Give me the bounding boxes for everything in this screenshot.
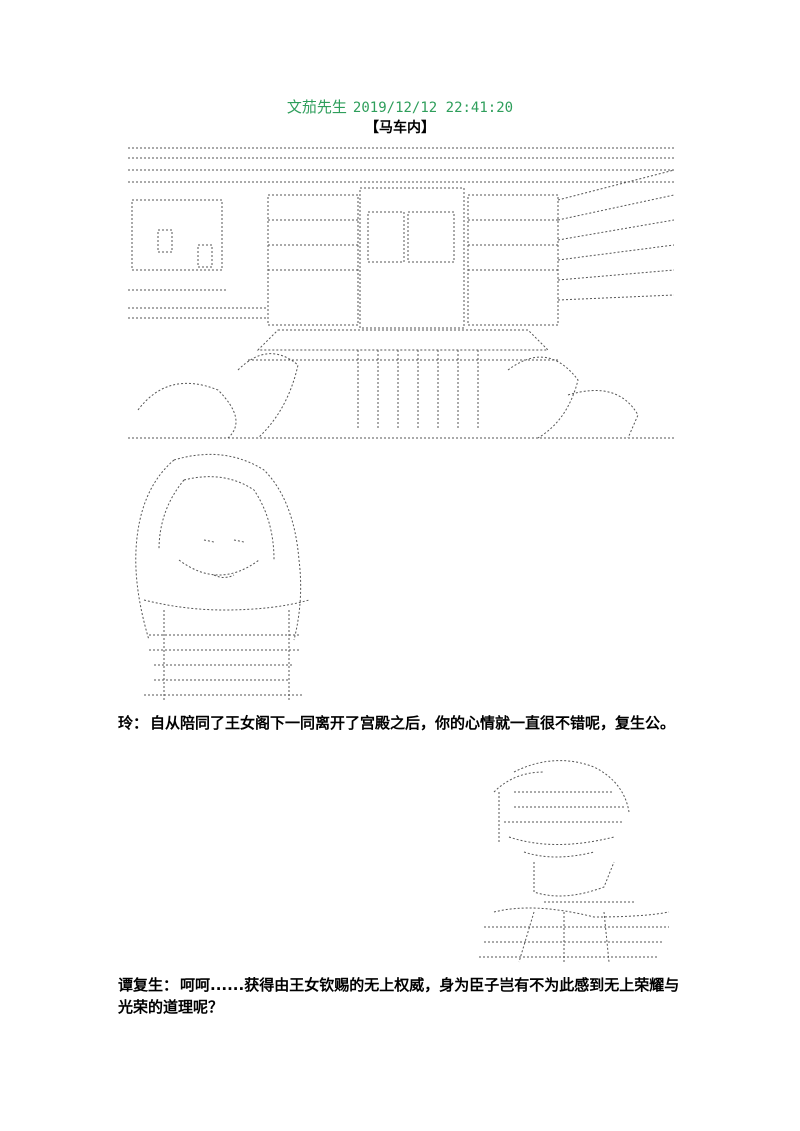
dialogue-line: 玲：自从陪同了王女阁下一同离开了宫殿之后，你的心情就一直很不错呢，复生公。 [118, 712, 688, 734]
author-name: 文茄先生 [286, 98, 347, 116]
dialogue-text: 呵呵......获得由王女钦赐的无上权威，身为臣子岂有不为此感到无上荣耀与光荣的… [118, 976, 680, 1016]
speaker-name: 玲： [118, 714, 149, 732]
post-timestamp: 2019/12/12 22:41:20 [352, 100, 514, 116]
tan-fusheng-ascii-art [474, 752, 674, 967]
dialogue-line: 谭复生：呵呵......获得由王女钦赐的无上权威，身为臣子岂有不为此感到无上荣耀… [118, 974, 688, 1018]
ling-character-ascii-art [124, 450, 324, 705]
post-header: 文茄先生 2019/12/12 22:41:20 [0, 98, 800, 117]
speaker-name: 谭复生： [118, 976, 179, 994]
carriage-interior-ascii-art [128, 140, 674, 440]
scene-title: 【马车内】 [365, 120, 435, 136]
dialogue-text: 自从陪同了王女阁下一同离开了宫殿之后，你的心情就一直很不错呢，复生公。 [150, 714, 676, 732]
